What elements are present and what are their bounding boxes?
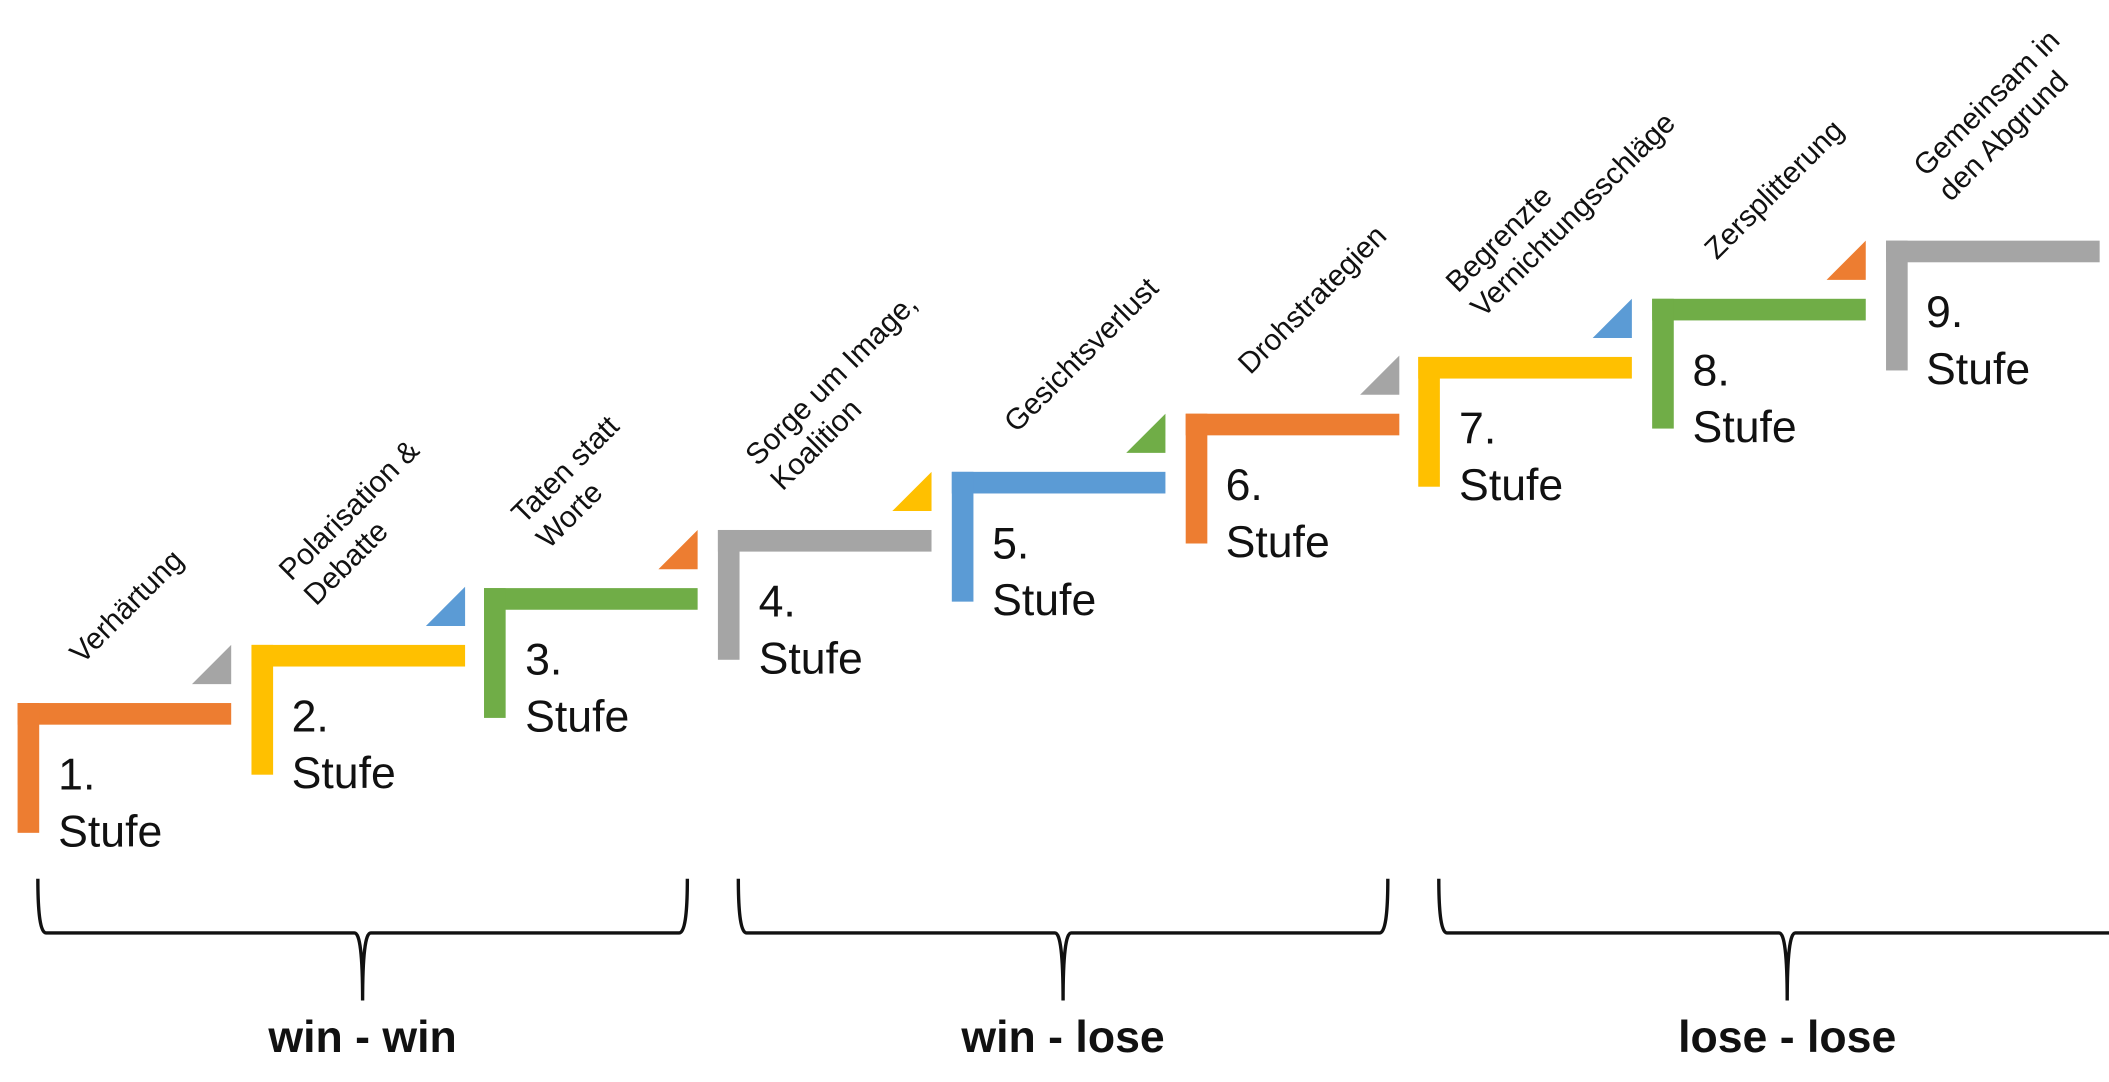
step-number: 8. Stufe	[1692, 344, 1797, 452]
step-bar-vertical	[17, 703, 40, 833]
step-1: 1. Stufe	[17, 703, 232, 856]
step-bar-vertical	[718, 529, 740, 660]
step-marker-triangle	[1125, 413, 1166, 453]
step-6: 6. Stufe	[1185, 414, 1399, 567]
step-marker-triangle	[658, 529, 699, 569]
step-3: 3. Stufe	[484, 587, 699, 740]
group-brace	[1437, 878, 2109, 1001]
step-bar-horizontal	[17, 703, 232, 725]
step-number: 2. Stufe	[291, 691, 396, 799]
step-bar-vertical	[951, 471, 974, 602]
step-9: 9. Stufe	[1885, 240, 2100, 393]
step-number: 7. Stufe	[1459, 402, 1564, 510]
step-marker-triangle	[1359, 355, 1399, 396]
step-bar-horizontal	[951, 471, 1166, 494]
step-bar-vertical	[1185, 414, 1207, 544]
step-bar-horizontal	[1651, 298, 1866, 321]
step-bar-vertical	[1885, 240, 1908, 371]
step-number: 4. Stufe	[758, 575, 863, 683]
step-number: 6. Stufe	[1225, 460, 1330, 567]
group-brace	[36, 878, 690, 1001]
step-2: 2. Stufe	[251, 645, 465, 798]
step-bar-horizontal	[1185, 414, 1399, 436]
step-marker-triangle	[1826, 240, 1866, 280]
step-number: 3. Stufe	[525, 633, 630, 741]
step-4: 4. Stufe	[718, 529, 932, 682]
step-marker-triangle	[425, 587, 465, 627]
step-number: 5. Stufe	[992, 517, 1097, 625]
group-label: lose - lose	[1678, 1011, 1897, 1062]
group-label: win - lose	[961, 1011, 1165, 1062]
step-bar-vertical	[484, 587, 507, 718]
step-bar-horizontal	[718, 529, 932, 552]
step-7: 7. Stufe	[1418, 356, 1633, 509]
step-marker-triangle	[1592, 298, 1633, 338]
step-number: 9. Stufe	[1926, 286, 2031, 394]
step-marker-triangle	[892, 471, 932, 511]
step-marker-triangle	[191, 644, 232, 685]
step-bar-horizontal	[1885, 240, 2100, 263]
step-5: 5. Stufe	[951, 471, 1166, 625]
step-number: 1. Stufe	[58, 749, 163, 856]
step-bar-horizontal	[484, 587, 699, 610]
step-bar-vertical	[1651, 298, 1674, 429]
group-brace	[736, 878, 1390, 1001]
group-label: win - win	[268, 1011, 457, 1062]
step-bar-vertical	[251, 645, 273, 776]
step-8: 8. Stufe	[1651, 298, 1866, 451]
step-bar-horizontal	[251, 645, 465, 667]
step-bar-horizontal	[1418, 356, 1633, 378]
step-bar-vertical	[1418, 356, 1441, 487]
